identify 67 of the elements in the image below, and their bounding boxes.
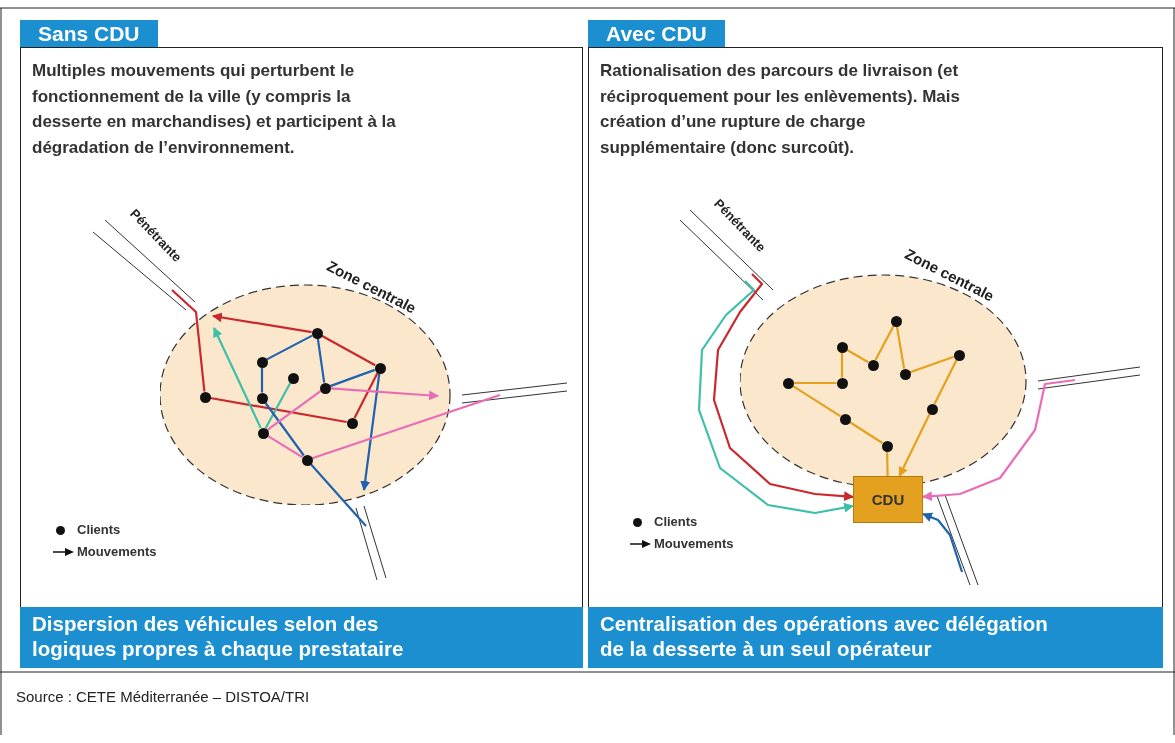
movement-arrow	[922, 512, 964, 573]
client-dot	[836, 341, 848, 353]
movement-line	[849, 421, 883, 444]
client-dot	[836, 377, 848, 389]
conclusion-band: Centralisation des opérations avec délégation de la desserte à un seul opérateur	[588, 607, 1163, 668]
movement-arrow	[360, 373, 381, 491]
conclusion-band: Dispersion des véhicules selon des logiques propres à chaque prestataire	[20, 607, 583, 668]
legend-label: Mouvements	[654, 536, 734, 551]
client-dot	[199, 391, 211, 403]
client-dot	[374, 362, 386, 374]
movement-line	[266, 334, 313, 361]
client-dot	[881, 440, 893, 452]
client-dot	[782, 377, 794, 389]
legend-label: Mouvements	[77, 544, 157, 559]
movement-line	[909, 355, 955, 374]
movement-arrow	[697, 280, 854, 515]
movement-line	[886, 451, 889, 477]
movement-line	[309, 463, 367, 527]
client-dot	[256, 356, 268, 368]
platform-box: CDU	[853, 476, 923, 523]
client-dot	[890, 315, 902, 327]
movement-line	[321, 334, 376, 367]
movement-arrow	[212, 312, 312, 334]
movement-line	[264, 401, 305, 457]
movement-line	[353, 372, 379, 419]
movement-line	[264, 382, 292, 429]
movement-line	[329, 368, 376, 388]
movement-line	[895, 326, 906, 369]
movement-arrow	[922, 378, 1076, 502]
legend-label: Clients	[654, 514, 698, 529]
source-note: Source : CETE Méditerranée – DISTOA/TRI	[16, 688, 310, 705]
movement-arrow	[712, 273, 854, 502]
movement-line	[933, 359, 958, 405]
client-dot	[301, 454, 313, 466]
movement-line	[316, 338, 326, 383]
client-dot	[867, 359, 879, 371]
client-dot	[346, 417, 358, 429]
movement-arrow	[213, 327, 262, 429]
movement-line	[171, 289, 206, 392]
legend-label: Clients	[77, 522, 121, 537]
movement-line	[846, 348, 869, 364]
movement-line	[840, 352, 844, 378]
movement-arrow	[330, 387, 439, 401]
movement-line	[792, 384, 841, 418]
movement-line	[260, 367, 264, 393]
client-dot	[319, 382, 331, 394]
movement-line	[793, 381, 837, 385]
client-dot	[839, 413, 851, 425]
movement-line	[266, 390, 322, 431]
comparison-panel	[20, 20, 583, 668]
client-dot	[899, 368, 911, 380]
client-dot	[257, 427, 269, 439]
client-dot	[287, 372, 299, 384]
panel-heading: Sans CDU	[20, 20, 158, 47]
movement-line	[267, 434, 303, 459]
client-dot	[311, 327, 323, 339]
description-text: Rationalisation des parcours de livraison (et réciproquement pour les enlèvements). Mais création d’une rupture de charge supplémentaire (donc surcoût).	[600, 60, 961, 159]
movement-arrow	[898, 413, 931, 477]
movement-line	[210, 396, 347, 424]
panel-heading: Avec CDU	[588, 20, 725, 47]
movement-line	[311, 393, 501, 460]
movement-line	[874, 325, 895, 361]
description-text: Multiples mouvements qui perturbent le fonctionnement de la ville (y compris la desserte en marchandises) et participent à la dégradation de l’environnement.	[32, 60, 397, 159]
client-dot	[926, 403, 938, 415]
client-dot	[953, 349, 965, 361]
client-dot	[256, 392, 268, 404]
comparison-panel	[588, 20, 1163, 668]
